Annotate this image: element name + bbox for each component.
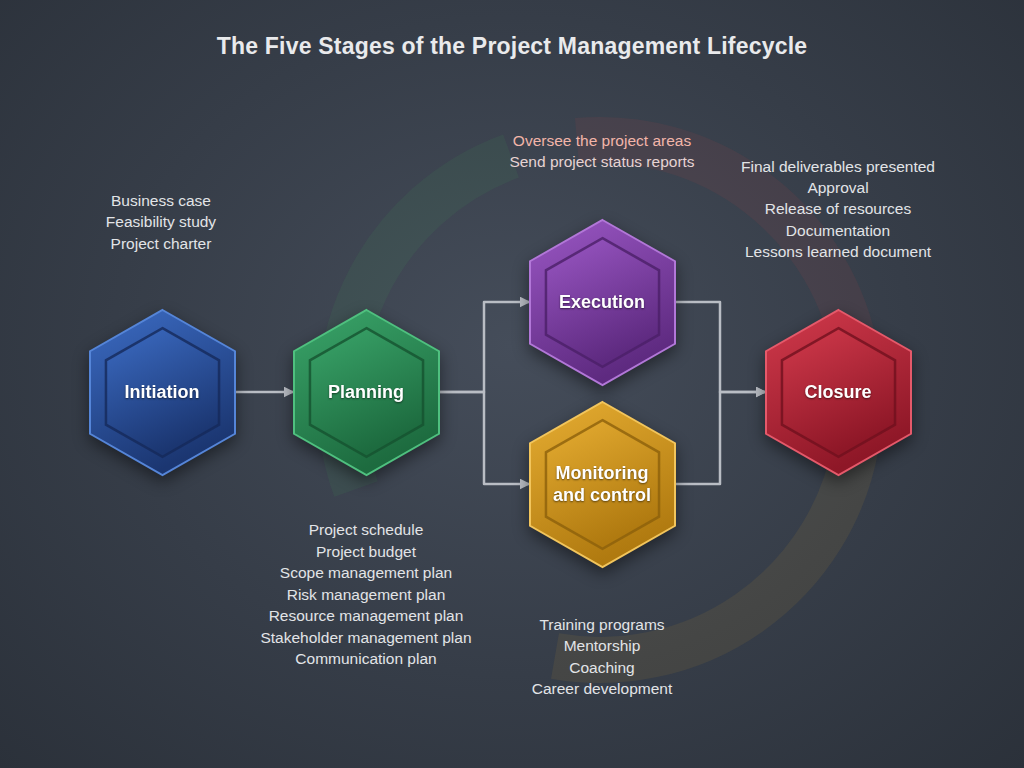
stage-deliverable: Approval — [678, 178, 998, 198]
hexagon-outer — [766, 310, 911, 475]
stage-deliverable: Risk management plan — [206, 585, 526, 605]
stage-deliverable: Project schedule — [206, 520, 526, 540]
hexagon-outer — [530, 402, 675, 567]
diagram-title: The Five Stages of the Project Managemen… — [0, 33, 1024, 60]
flow-arrow — [235, 391, 294, 394]
hexagon-outer — [294, 310, 439, 475]
stage-hexagon: Execution — [530, 220, 675, 385]
stage-deliverable: Project charter — [1, 234, 321, 254]
stage-deliverable: Coaching — [442, 658, 762, 678]
stage-deliverable: Lessons learned document — [678, 242, 998, 262]
stage-deliverable: Scope management plan — [206, 563, 526, 583]
stage-deliverable: Communication plan — [206, 649, 526, 669]
stage-deliverable: Training programs — [442, 615, 762, 635]
stage-deliverable: Release of resources — [678, 199, 998, 219]
hexagon-inner — [781, 328, 894, 457]
stage-deliverable: Project budget — [206, 542, 526, 562]
flow-arrow — [675, 392, 766, 484]
stage-deliverable: Stakeholder management plan — [206, 628, 526, 648]
hexagon-shape — [530, 402, 675, 567]
hexagon-inner — [545, 238, 658, 367]
hexagon-inner — [545, 420, 658, 549]
stage-hexagon: Monitoring and control — [530, 402, 675, 567]
hexagon-outer — [90, 310, 235, 475]
stage-deliverable: Mentorship — [442, 636, 762, 656]
stage-deliverable: Send project status reports — [442, 152, 762, 172]
stage-name: Planning — [310, 381, 422, 403]
hexagon-outer — [530, 220, 675, 385]
flow-arrow — [439, 392, 530, 484]
flow-arrow — [439, 302, 530, 392]
stage-name: Monitoring and control — [546, 462, 658, 506]
stage-deliverable: Documentation — [678, 221, 998, 241]
stage-deliverable: Feasibility study — [1, 212, 321, 232]
flow-arrow — [675, 302, 766, 392]
stage-hexagon: Closure — [766, 310, 911, 475]
stage-name: Initiation — [106, 381, 218, 403]
stage-deliverable: Oversee the project areas — [442, 131, 762, 151]
stage-deliverable: Business case — [1, 191, 321, 211]
stage-deliverable: Career development — [442, 679, 762, 699]
stage-hexagon: Initiation — [90, 310, 235, 475]
stage-hexagon: Planning — [294, 310, 439, 475]
stage-deliverable: Final deliverables presented — [678, 157, 998, 177]
stage-name: Closure — [782, 381, 894, 403]
hexagon-inner — [105, 328, 218, 457]
hexagon-inner — [309, 328, 422, 457]
stage-deliverable: Resource management plan — [206, 606, 526, 626]
stage-name: Execution — [546, 291, 658, 313]
